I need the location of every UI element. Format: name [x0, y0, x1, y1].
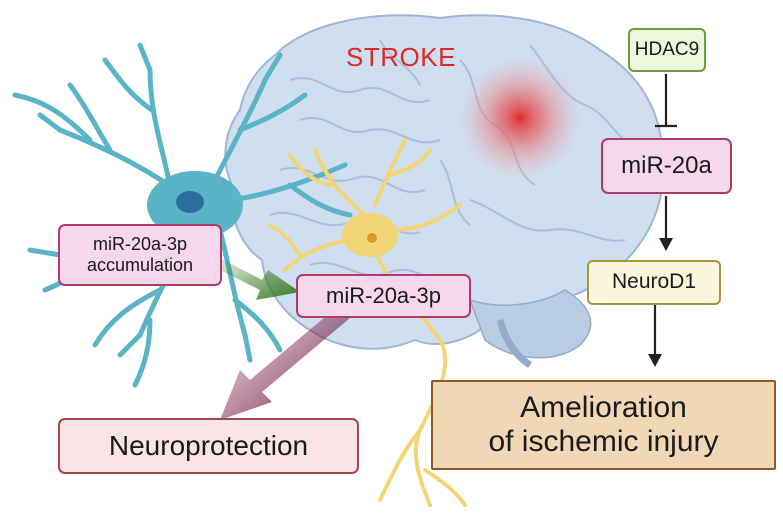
ischemic-lesion [458, 56, 582, 180]
hdac9-label: HDAC9 [634, 39, 700, 61]
accumulation-box: miR-20a-3p accumulation [58, 224, 222, 286]
arrow-neurod1-to-amelioration [648, 305, 662, 367]
amelioration-line-2: of ischemic injury [488, 425, 719, 458]
amelioration-line-1: Amelioration [520, 390, 687, 424]
hdac9-box: HDAC9 [628, 28, 706, 72]
green-arrow [216, 258, 300, 300]
maroon-arrow [220, 306, 350, 420]
neurod1-box: NeuroD1 [587, 260, 721, 305]
mir20a-box: miR-20a [601, 138, 732, 194]
mir20a-3p-label: miR-20a-3p [326, 283, 441, 309]
accumulation-line-1: miR-20a-3p [92, 234, 188, 255]
mir20a-label: miR-20a [621, 152, 712, 180]
arrow-mir20a-to-neurod1 [659, 196, 673, 251]
accumulation-line-2: accumulation [86, 255, 194, 275]
stroke-title: STROKE [346, 42, 456, 72]
neurod1-label: NeuroD1 [611, 270, 697, 294]
neuroprotection-label: Neuroprotection [108, 429, 309, 461]
mir20a-3p-box: miR-20a-3p [296, 274, 471, 318]
neuron-nucleus [367, 233, 377, 243]
neuroprotection-box: Neuroprotection [58, 418, 359, 474]
arrow-hdac9-to-mir20a [655, 74, 677, 128]
astrocyte-nucleus [176, 191, 204, 213]
amelioration-box: Amelioration of ischemic injury [431, 380, 776, 470]
